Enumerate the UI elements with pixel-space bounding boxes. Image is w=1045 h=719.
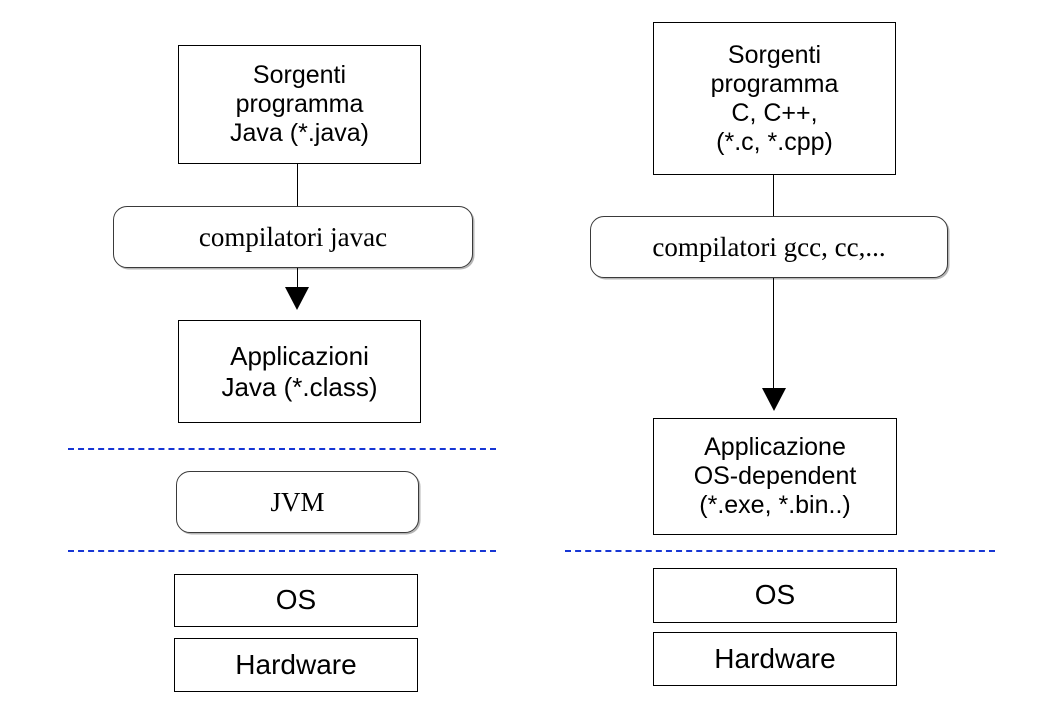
- left-compiler-box: compilatori javac: [113, 206, 473, 268]
- right-source-box: Sorgenti programma C, C++, (*.c, *.cpp): [653, 22, 896, 175]
- right-hardware-box: Hardware: [653, 632, 897, 686]
- left-os-box: OS: [174, 574, 418, 627]
- left-separator-jvm-bottom: [68, 550, 496, 552]
- right-connector-compiler-to-application: [773, 278, 774, 393]
- left-source-box: Sorgenti programma Java (*.java): [178, 45, 421, 164]
- right-os-box: OS: [653, 568, 897, 623]
- right-compiler-box: compilatori gcc, cc,...: [590, 216, 948, 278]
- left-connector-source-to-compiler: [297, 164, 298, 206]
- left-hardware-box: Hardware: [174, 638, 418, 692]
- left-connector-compiler-to-application: [297, 268, 298, 292]
- right-application-box: Applicazione OS-dependent (*.exe, *.bin.…: [653, 418, 897, 535]
- right-arrow-icon: [762, 388, 786, 411]
- left-runtime-box: JVM: [176, 471, 419, 533]
- right-connector-source-to-compiler: [773, 175, 774, 216]
- left-separator-jvm-top: [68, 448, 496, 450]
- left-arrow-icon: [285, 287, 309, 310]
- right-separator-os: [565, 550, 995, 552]
- left-application-box: Applicazioni Java (*.class): [178, 320, 421, 423]
